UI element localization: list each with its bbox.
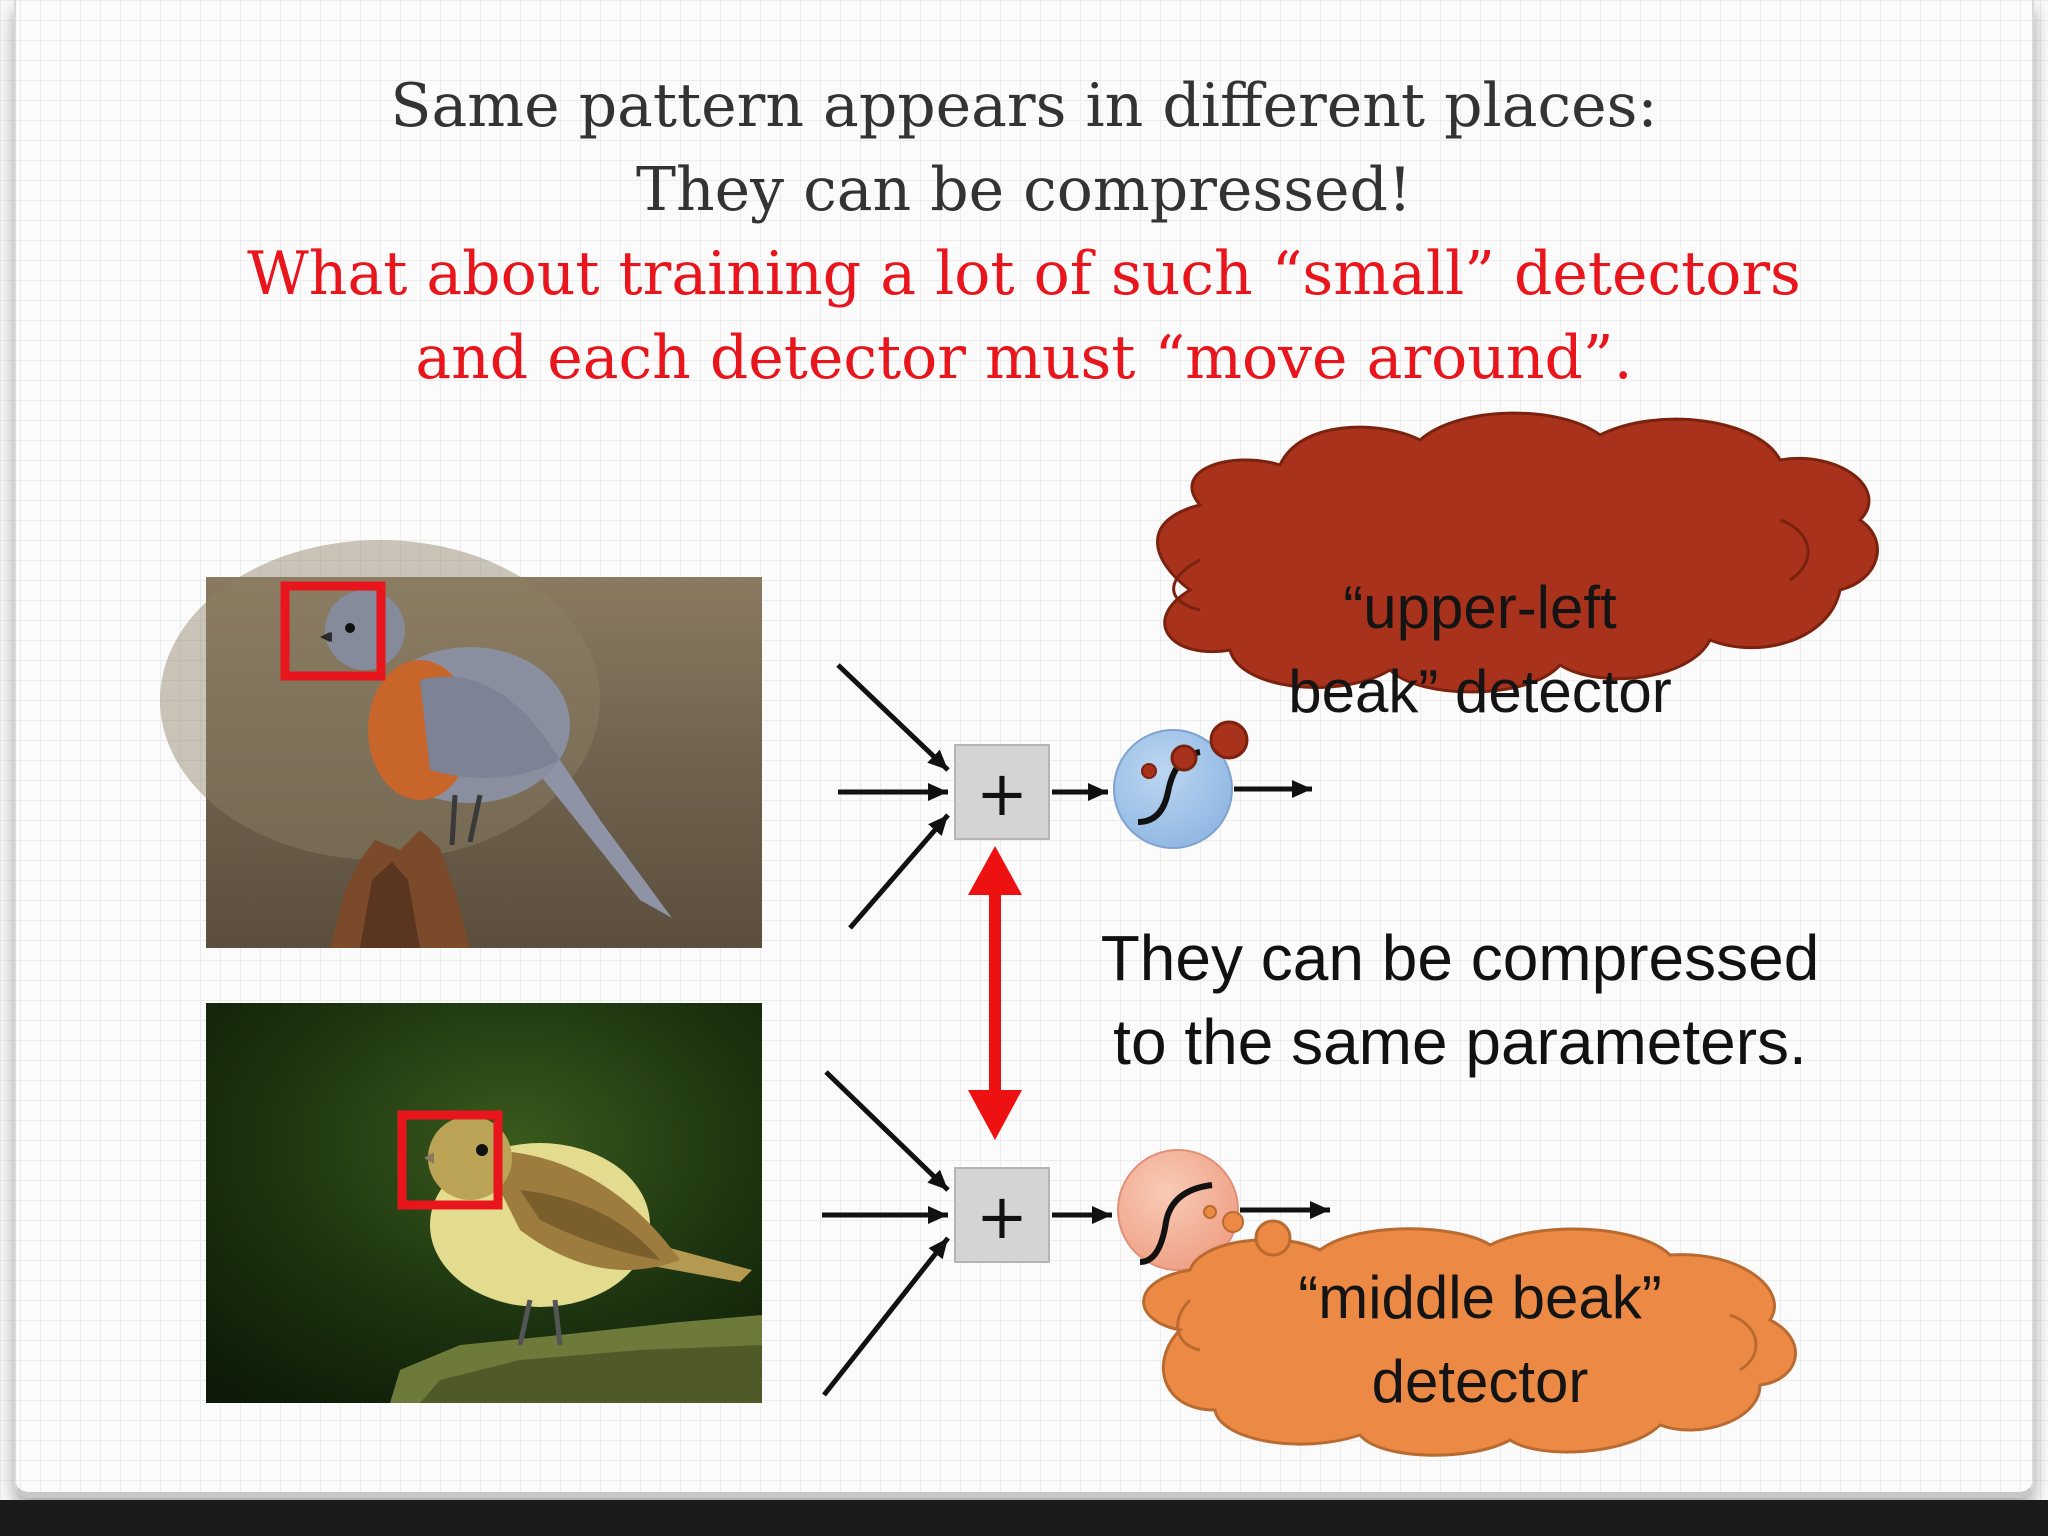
- cloud-middle-beak: [1142, 1205, 1797, 1457]
- cloud-bottom-text-line2: detector: [1371, 1348, 1589, 1415]
- cloud-upper-left-beak: [1141, 411, 1879, 779]
- cloud-bottom-text-line1: “middle beak”: [1298, 1264, 1662, 1331]
- cloud-top-text-line1: “upper-left: [1343, 574, 1617, 641]
- sum-node-bottom: [954, 1167, 1050, 1263]
- beak-highlight-box-top: [280, 581, 386, 681]
- activation-neuron-top: [1113, 729, 1233, 849]
- shared-parameters-double-arrow: [968, 846, 1022, 1140]
- beak-highlight-box-bottom: [397, 1110, 503, 1210]
- detector-bottom-inputs: [822, 1070, 950, 1397]
- bird-photo-bottom: [206, 1003, 762, 1403]
- caption-line-1: They can be compressed: [1100, 922, 1820, 994]
- bottom-bar: [0, 1500, 2048, 1536]
- title-line-4: and each detector must “move around”.: [415, 323, 1633, 393]
- detector-top-inputs: [836, 663, 950, 930]
- title-line-3: What about training a lot of such “small…: [247, 239, 1801, 309]
- caption-line-2: to the same parameters.: [1113, 1006, 1807, 1078]
- sum-symbol-bottom: +: [976, 1180, 1028, 1253]
- activation-neuron-bottom: [1117, 1149, 1239, 1271]
- sum-symbol-top: +: [976, 757, 1028, 830]
- sigmoid-curve-bottom: [1139, 1182, 1213, 1265]
- bird-photo-top: [160, 540, 762, 948]
- title-line-1: Same pattern appears in different places…: [390, 71, 1658, 141]
- title-line-2: They can be compressed!: [635, 155, 1413, 225]
- cloud-top-text-line2: beak” detector: [1288, 658, 1672, 725]
- sum-node-top: [954, 744, 1050, 840]
